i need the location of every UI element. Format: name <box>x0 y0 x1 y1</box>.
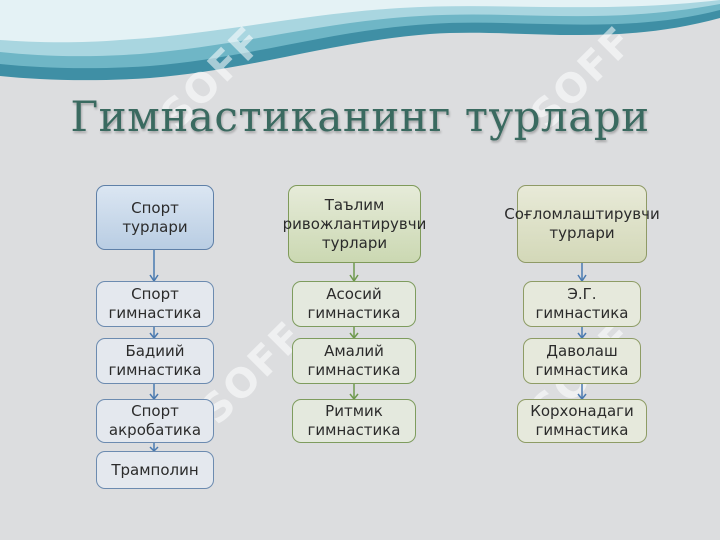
list-item-basic-gymnastics: Асосий гимнастика <box>292 281 416 327</box>
column-header-educational: Таълим ривожлантирувчи турлари <box>283 185 426 263</box>
list-item-morning-gymnastics: Э.Г. гимнастика <box>523 281 641 327</box>
list-item-sport-acrobatics: Спорт акробатика <box>96 399 214 443</box>
column-header-sport: Спорт турлари <box>96 185 214 250</box>
list-item-rhythmic-gym: Ритмик гимнастика <box>292 399 416 443</box>
list-item-therapeutic-gymnastics: Даволаш гимнастика <box>523 338 641 384</box>
slide-title: Гимнастиканинг турлари <box>70 92 650 141</box>
list-item-sport-gymnastics: Спорт гимнастика <box>96 281 214 327</box>
list-item-trampoline: Трамполин <box>96 451 214 489</box>
header-wave-decoration <box>0 0 720 81</box>
list-item-rhythmic-gymnastics: Бадиий гимнастика <box>96 338 214 384</box>
column-header-health: Соғломлаштирувчи турлари <box>504 185 660 263</box>
list-item-applied-gymnastics: Амалий гимнастика <box>292 338 416 384</box>
list-item-workplace-gymnastics: Корхонадаги гимнастика <box>517 399 647 443</box>
